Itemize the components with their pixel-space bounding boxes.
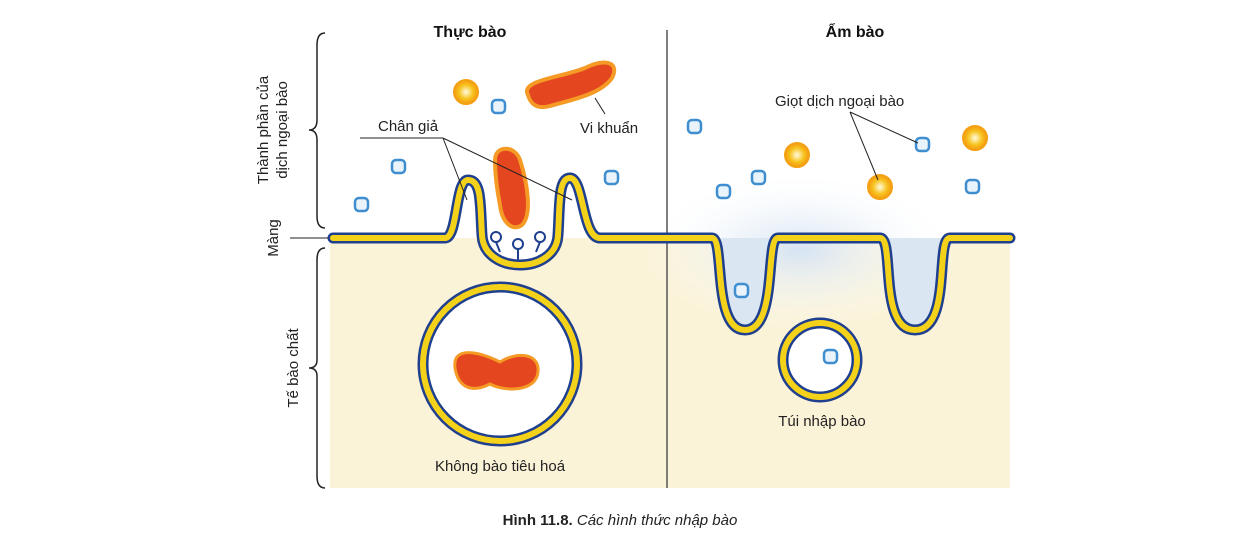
caption-text: Các hình thức nhập bào	[577, 512, 737, 529]
side-label-cytoplasm: Tế bào chất	[285, 328, 302, 408]
fluid-droplets	[353, 98, 981, 365]
bacterium-engulfed	[492, 146, 530, 230]
side-label-extracellular-2: dịch ngoại bào	[274, 81, 291, 179]
food-vacuole	[417, 281, 583, 447]
nutrient-particles	[453, 79, 988, 200]
bacterium-free	[525, 60, 616, 109]
label-food-vacuole: Không bào tiêu hoá	[435, 458, 566, 475]
label-pseudopod: Chân giả	[378, 118, 439, 135]
receptors	[490, 231, 546, 260]
title-phagocytosis: Thực bào	[434, 24, 507, 41]
label-pinocytic-vesicle: Túi nhập bào	[778, 413, 866, 430]
caption-number: Hình 11.8.	[503, 512, 573, 529]
label-extracellular-droplet: Giọt dịch ngoại bào	[775, 93, 904, 110]
digested-bacterium	[453, 351, 540, 391]
leader-lines	[290, 97, 919, 239]
side-label-membrane: Màng	[265, 219, 282, 257]
label-bacteria: Vi khuẩn	[580, 120, 638, 137]
title-pinocytosis: Ẩm bào	[826, 22, 885, 41]
side-label-extracellular-1: Thành phần của	[255, 75, 272, 184]
braces	[308, 32, 326, 489]
figure-caption: Hình 11.8. Các hình thức nhập bào	[503, 512, 738, 529]
pinocytic-vesicle	[777, 317, 863, 403]
cell-membrane	[327, 172, 1016, 336]
